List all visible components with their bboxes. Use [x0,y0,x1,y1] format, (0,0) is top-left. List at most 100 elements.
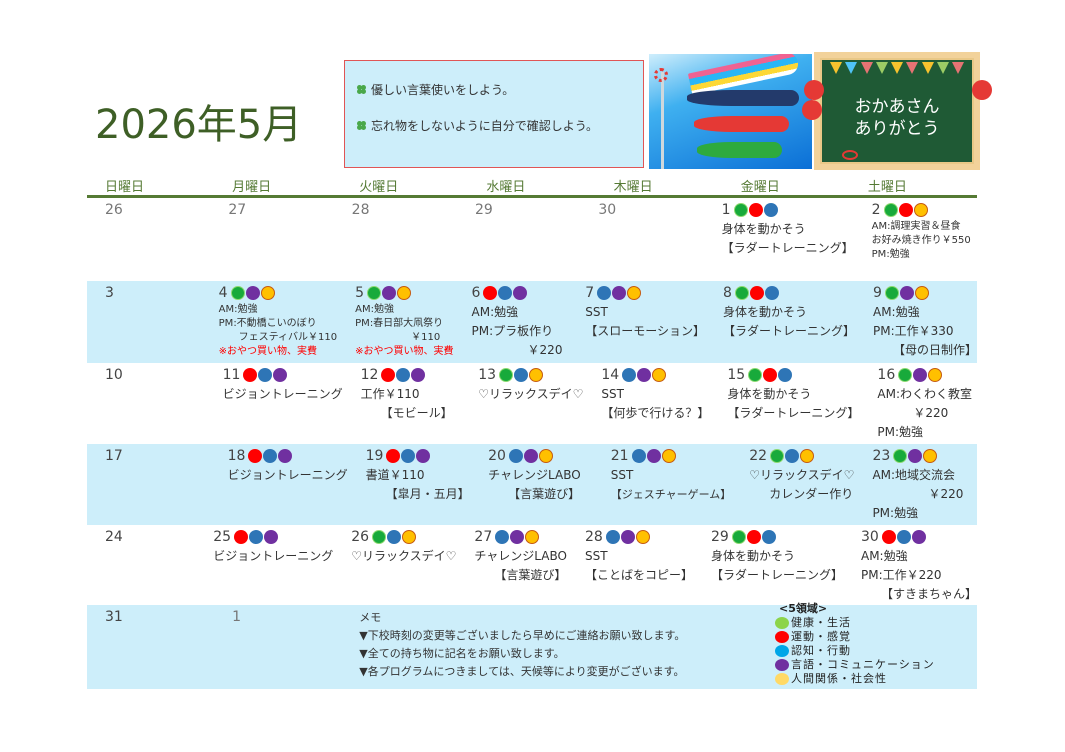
green-dot-icon [372,529,387,544]
blue-dot-icon [761,529,776,544]
weekday-sat: 土曜日 [867,180,907,195]
carnation-icon [804,80,824,100]
card-text-line2: ありがとう [854,119,940,139]
memo-item: ▼全ての持ち物に記名をお願い致します。 [359,647,565,660]
purple-dot-icon [612,285,627,300]
legend-item: 認知・行動 [775,644,935,658]
event-text: ビジョントレーニング [227,468,348,482]
blue-dot-icon [605,529,620,544]
blue-dot-icon [249,529,264,544]
blue-dot-icon [514,367,529,382]
purple-dot-icon [513,285,528,300]
page-title: 2026年5月 [95,102,303,148]
event-text: PM:勉強 [872,506,919,520]
blue-dot-icon [778,367,793,382]
event-text: SST [610,468,634,482]
event-text: ♡リラックスデイ♡ [478,387,584,401]
weekday-thu: 木曜日 [613,180,653,195]
event-text: 【言葉遊び】 [508,487,581,501]
day-number: 27 [228,201,247,218]
memo-item: ▼下校時刻の変更等ございましたら早めにご連絡お願い致します。 [359,629,686,642]
event-text: チャレンジLABO [474,549,567,563]
event-text: 【すきまちゃん】 [880,587,977,601]
weekday-tue: 火曜日 [359,180,399,195]
event-text: PM:不動橋こいのぼり [218,318,317,329]
event-text: 【母の日制作】 [892,343,977,357]
event-text: ￥110 [411,332,441,343]
pole-shape [661,72,664,169]
day-number: 7 [585,284,705,301]
blue-dot-icon [764,285,779,300]
yellow-dot-icon [627,285,642,300]
blue-dot-icon [785,448,800,463]
day-number: 31 [105,608,123,625]
yellow-dot-icon [529,367,544,382]
red-dot-icon [381,367,396,382]
day-cell: 24 [87,525,195,605]
legend-dot-icon [775,673,789,685]
monthly-goals-box: 優しい言葉使いをしよう。 忘れ物をしないように自分で確認しよう。 [344,60,644,168]
event-text: SST [584,549,608,563]
red-dot-icon [234,529,249,544]
weekday-mon: 月曜日 [232,180,272,195]
green-dot-icon [230,285,245,300]
day-number: 29 [474,201,493,218]
legend-label: 運動・感覚 [791,630,851,643]
day-number: 29 [711,528,843,545]
red-dot-icon [248,448,263,463]
day-number: 21 [611,447,732,464]
event-text: 【ラダートレーニング】 [727,406,860,420]
purple-dot-icon [913,367,928,382]
event-text: 【ラダートレーニング】 [722,324,855,338]
event-text: PM:工作￥220 [860,568,942,582]
day-number: 30 [861,528,977,545]
red-dot-icon [763,367,778,382]
event-text: 【何歩で行ける？】 [601,406,710,420]
blue-dot-icon [498,285,513,300]
black-carp-shape [687,90,799,106]
blue-dot-icon [763,202,778,217]
event-text: 身体を動かそう [727,387,812,401]
day-cell: 26♡リラックスデイ♡ [333,525,456,605]
red-dot-icon [881,529,896,544]
purple-dot-icon [245,285,260,300]
blue-dot-icon [631,448,646,463]
event-text: 【ことばをコピー】 [584,568,693,582]
red-dot-icon [243,367,258,382]
blue-dot-icon [896,529,911,544]
yellow-dot-icon [652,367,667,382]
blue-dot-icon [387,529,402,544]
event-text: ビジョントレーニング [213,549,334,563]
day-cell: 13♡リラックスデイ♡ [460,363,583,444]
bunting-flags [830,62,964,76]
day-number: 28 [585,528,693,545]
yellow-dot-icon [913,202,928,217]
day-cell: 22♡リラックスデイ♡カレンダー作り [731,444,854,525]
blue-dot-icon [495,529,510,544]
red-dot-icon [898,202,913,217]
green-dot-icon [499,367,514,382]
day-number: 19 [366,447,471,464]
day-number: 14 [601,366,709,383]
legend-item: 健康・生活 [775,616,935,630]
weekday-sun: 日曜日 [105,180,145,195]
legend-dot-icon [775,645,789,657]
day-cell: 26 [87,198,210,281]
event-text: 【ジェスチャーゲーム】 [610,488,732,501]
legend-label: 言語・コミュニケーション [791,658,935,671]
green-dot-icon [367,285,382,300]
event-text: PM:工作￥330 [872,324,954,338]
day-number: 11 [223,366,343,383]
event-text: 身体を動かそう [722,305,807,319]
event-text: AM:勉強 [860,549,908,563]
day-number: 3 [105,284,114,301]
